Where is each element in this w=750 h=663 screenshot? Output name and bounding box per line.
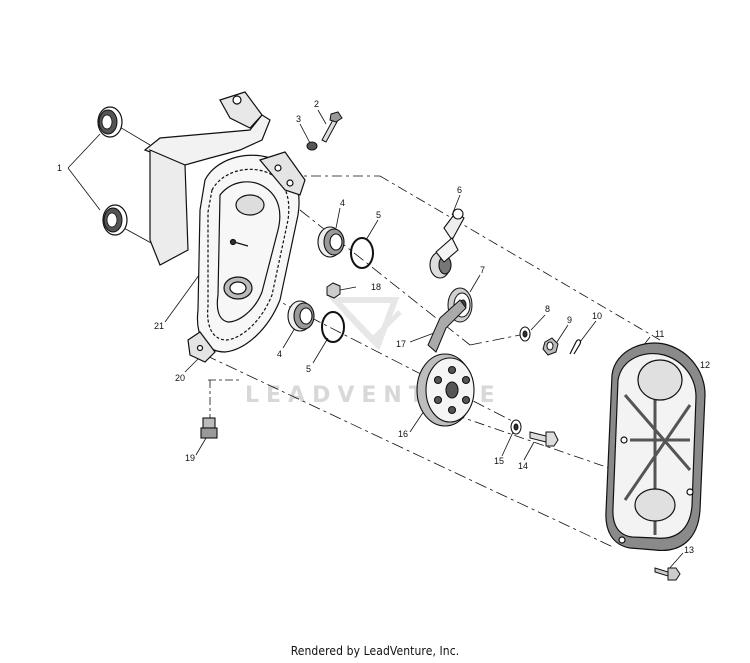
chain-part-17 <box>427 299 467 353</box>
callout-5-upper: 5 <box>376 210 381 220</box>
cotter-pin-part-10 <box>569 339 582 355</box>
chaincase-housing <box>143 91 306 363</box>
callout-5-lower: 5 <box>306 364 311 374</box>
callout-4-lower: 4 <box>277 349 282 359</box>
callout-21: 21 <box>154 321 164 331</box>
callout-10: 10 <box>592 311 602 321</box>
plug-part-19 <box>200 417 218 439</box>
callout-8: 8 <box>545 304 550 314</box>
callout-labels: 1 2 3 4 5 6 7 8 9 10 11 12 13 14 15 16 1… <box>57 99 710 555</box>
callout-3: 3 <box>296 114 301 124</box>
callout-14: 14 <box>518 461 528 471</box>
bolt-part-2 <box>321 111 343 143</box>
callout-20: 20 <box>175 373 185 383</box>
leader-lines <box>67 109 699 571</box>
washer-part-3 <box>306 141 318 151</box>
chaincase-cover-part-12 <box>605 342 706 552</box>
callout-18: 18 <box>371 282 381 292</box>
callout-16: 16 <box>398 429 408 439</box>
callout-9: 9 <box>567 315 572 325</box>
callout-6: 6 <box>457 185 462 195</box>
nut-part-9 <box>542 337 559 356</box>
callout-17: 17 <box>396 339 406 349</box>
sprocket-large-part-16 <box>416 353 475 427</box>
bolt-part-14 <box>529 431 559 447</box>
bearing-lower <box>287 300 315 332</box>
watermark-logo <box>327 297 402 351</box>
seal-upper <box>97 106 123 138</box>
callout-11: 11 <box>655 329 664 339</box>
bolt-part-13 <box>654 567 681 581</box>
seal-lower <box>102 204 128 236</box>
tensioner-part-6 <box>429 208 465 279</box>
callout-2: 2 <box>314 99 319 109</box>
callout-7: 7 <box>480 265 485 275</box>
footer-credit: Rendered by LeadVenture, Inc. <box>290 644 460 658</box>
nut-part-18 <box>326 282 341 299</box>
callout-1: 1 <box>57 163 62 173</box>
bearing-upper <box>317 226 345 258</box>
snap-ring-upper <box>350 237 374 269</box>
washer-part-15 <box>510 419 522 435</box>
callout-15: 15 <box>494 456 504 466</box>
callout-12: 12 <box>700 360 710 370</box>
callout-4-upper: 4 <box>340 198 345 208</box>
snap-ring-lower <box>321 311 345 343</box>
callout-13: 13 <box>684 545 694 555</box>
washer-part-8 <box>519 326 531 342</box>
callout-19: 19 <box>185 453 195 463</box>
